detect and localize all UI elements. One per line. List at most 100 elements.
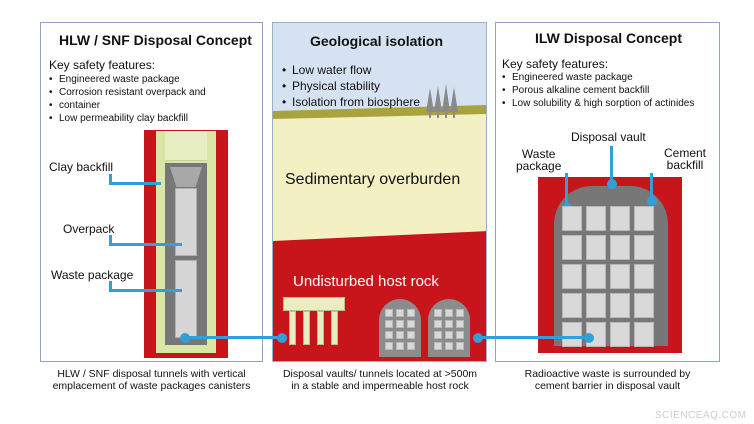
vault-small-cell: [456, 309, 464, 317]
geological-isolation-panel: Geological isolation Low water flow Phys…: [272, 22, 487, 362]
waste-package-leader: [109, 289, 182, 292]
vault-small-cell: [456, 320, 464, 328]
vault-waste-cell: [562, 322, 582, 347]
hlw-panel-title: HLW / SNF Disposal Concept: [59, 32, 252, 48]
vault-waste-cell: [634, 264, 654, 289]
hlw-features-heading: Key safety features:: [49, 58, 156, 72]
ilw-feature-item: Engineered waste package: [502, 71, 694, 84]
vault-waste-cell: [634, 293, 654, 318]
geo-features-list: Low water flow Physical stability Isolat…: [282, 62, 420, 110]
vault-small-cell: [385, 331, 393, 339]
cement-backfill-pointer: [647, 196, 657, 206]
vault-small-cell: [407, 309, 415, 317]
ilw-waste-package-leader: [565, 173, 568, 208]
geo-caption: Disposal vaults/ tunnels located at >500…: [270, 368, 490, 392]
canister-funnel: [170, 167, 202, 187]
hlw-snf-panel: HLW / SNF Disposal Concept Key safety fe…: [40, 22, 263, 362]
geo-panel-title: Geological isolation: [310, 33, 444, 49]
vault-small-cell: [456, 342, 464, 350]
geo-caption-line: Disposal vaults/ tunnels located at >500…: [282, 368, 478, 380]
geo-feature-item: Physical stability: [282, 78, 420, 94]
clay-backfill-leader: [109, 182, 161, 185]
overpack-label: Overpack: [63, 222, 115, 236]
disposal-vault-label: Disposal vault: [571, 130, 646, 144]
vault-waste-cell: [634, 206, 654, 231]
vault-small-cell: [407, 331, 415, 339]
vault-waste-cell: [610, 206, 630, 231]
ilw-waste-package-label-line: package: [516, 159, 562, 173]
connector-right: [478, 336, 588, 339]
vault-small-cell: [434, 320, 442, 328]
ilw-waste-package-label: Waste package: [516, 148, 561, 172]
waste-package-leader-tick: [109, 281, 112, 292]
vault-small-cell: [396, 331, 404, 339]
vault-small-cell: [407, 342, 415, 350]
disposal-vault-pointer: [607, 179, 617, 189]
hlw-feature-item: container: [49, 99, 206, 112]
geo-feature-item: Isolation from biosphere: [282, 94, 420, 110]
vault-waste-cell: [634, 235, 654, 260]
hlw-feature-item: Low permeability clay backfill: [49, 112, 206, 125]
ilw-waste-package-label-line: Waste: [521, 147, 556, 161]
vault-small-cell: [407, 320, 415, 328]
vault-small-cell: [385, 309, 393, 317]
vault-waste-cell: [586, 293, 606, 318]
vault-small-cell: [396, 320, 404, 328]
vault-small-cell: [434, 331, 442, 339]
vault-small-cell: [385, 342, 393, 350]
hlw-caption: HLW / SNF disposal tunnels with vertical…: [40, 368, 263, 392]
gallery-borehole: [317, 311, 324, 345]
vault-small-cell: [445, 331, 453, 339]
sedimentary-overburden-label: Sedimentary overburden: [285, 171, 461, 188]
vault-waste-cell: [586, 235, 606, 260]
vault-waste-cell: [562, 264, 582, 289]
gallery-borehole: [289, 311, 296, 345]
cement-backfill-label: Cement backfill: [664, 147, 706, 171]
vault-small-cell: [434, 309, 442, 317]
hlw-feature-item: Engineered waste package: [49, 73, 206, 86]
vault-waste-cell: [562, 293, 582, 318]
gallery-borehole: [303, 311, 310, 345]
vault-small-cell: [396, 309, 404, 317]
clay-backfill-leader-tick: [109, 174, 112, 185]
connector-right-end: [584, 333, 594, 343]
ilw-caption: Radioactive waste is surrounded by cemen…: [495, 368, 720, 392]
vault-waste-cell: [610, 264, 630, 289]
backfill-cap: [165, 131, 207, 161]
ilw-panel-title: ILW Disposal Concept: [535, 30, 683, 46]
geo-feature-item: Low water flow: [282, 62, 420, 78]
disposal-vault-leader: [610, 146, 613, 184]
vault-small-cell: [445, 309, 453, 317]
connector-right-start: [473, 333, 483, 343]
vault-small-cell: [445, 320, 453, 328]
gallery-borehole: [331, 311, 338, 345]
overpack-leader: [109, 243, 182, 246]
overpack-canister-upper: [175, 188, 197, 256]
vault-small-cell: [396, 342, 404, 350]
vault-small-cell: [445, 342, 453, 350]
vault-waste-cell: [634, 322, 654, 347]
ilw-caption-line: Radioactive waste is surrounded by: [524, 368, 691, 380]
overpack-leader-tick: [109, 235, 112, 246]
hlw-caption-line: HLW / SNF disposal tunnels with vertical: [57, 368, 246, 380]
ilw-caption-line: cement barrier in disposal vault: [534, 380, 681, 392]
vault-waste-cell: [610, 235, 630, 260]
cement-backfill-label-line: Cement: [664, 146, 707, 160]
geo-caption-line: in a stable and impermeable host rock: [291, 380, 469, 392]
clay-backfill-label: Clay backfill: [49, 160, 114, 174]
vault-small-cell: [434, 342, 442, 350]
cement-backfill-leader: [650, 173, 653, 201]
ilw-features-heading: Key safety features:: [502, 57, 609, 71]
vault-small-cell: [456, 331, 464, 339]
vault-waste-cell: [586, 206, 606, 231]
gallery-tunnel: [283, 297, 345, 311]
connector-left-start: [277, 333, 287, 343]
ilw-features-list: Engineered waste package Porous alkaline…: [502, 71, 694, 110]
hlw-caption-line: emplacement of waste packages canisters: [52, 380, 251, 392]
waste-package-label: Waste package: [51, 268, 134, 282]
cement-backfill-label-line: backfill: [666, 158, 704, 172]
ilw-panel: ILW Disposal Concept Key safety features…: [495, 22, 720, 362]
vault-waste-cell: [610, 293, 630, 318]
vault-waste-cell: [586, 264, 606, 289]
hlw-feature-item: Corrosion resistant overpack and: [49, 86, 206, 99]
